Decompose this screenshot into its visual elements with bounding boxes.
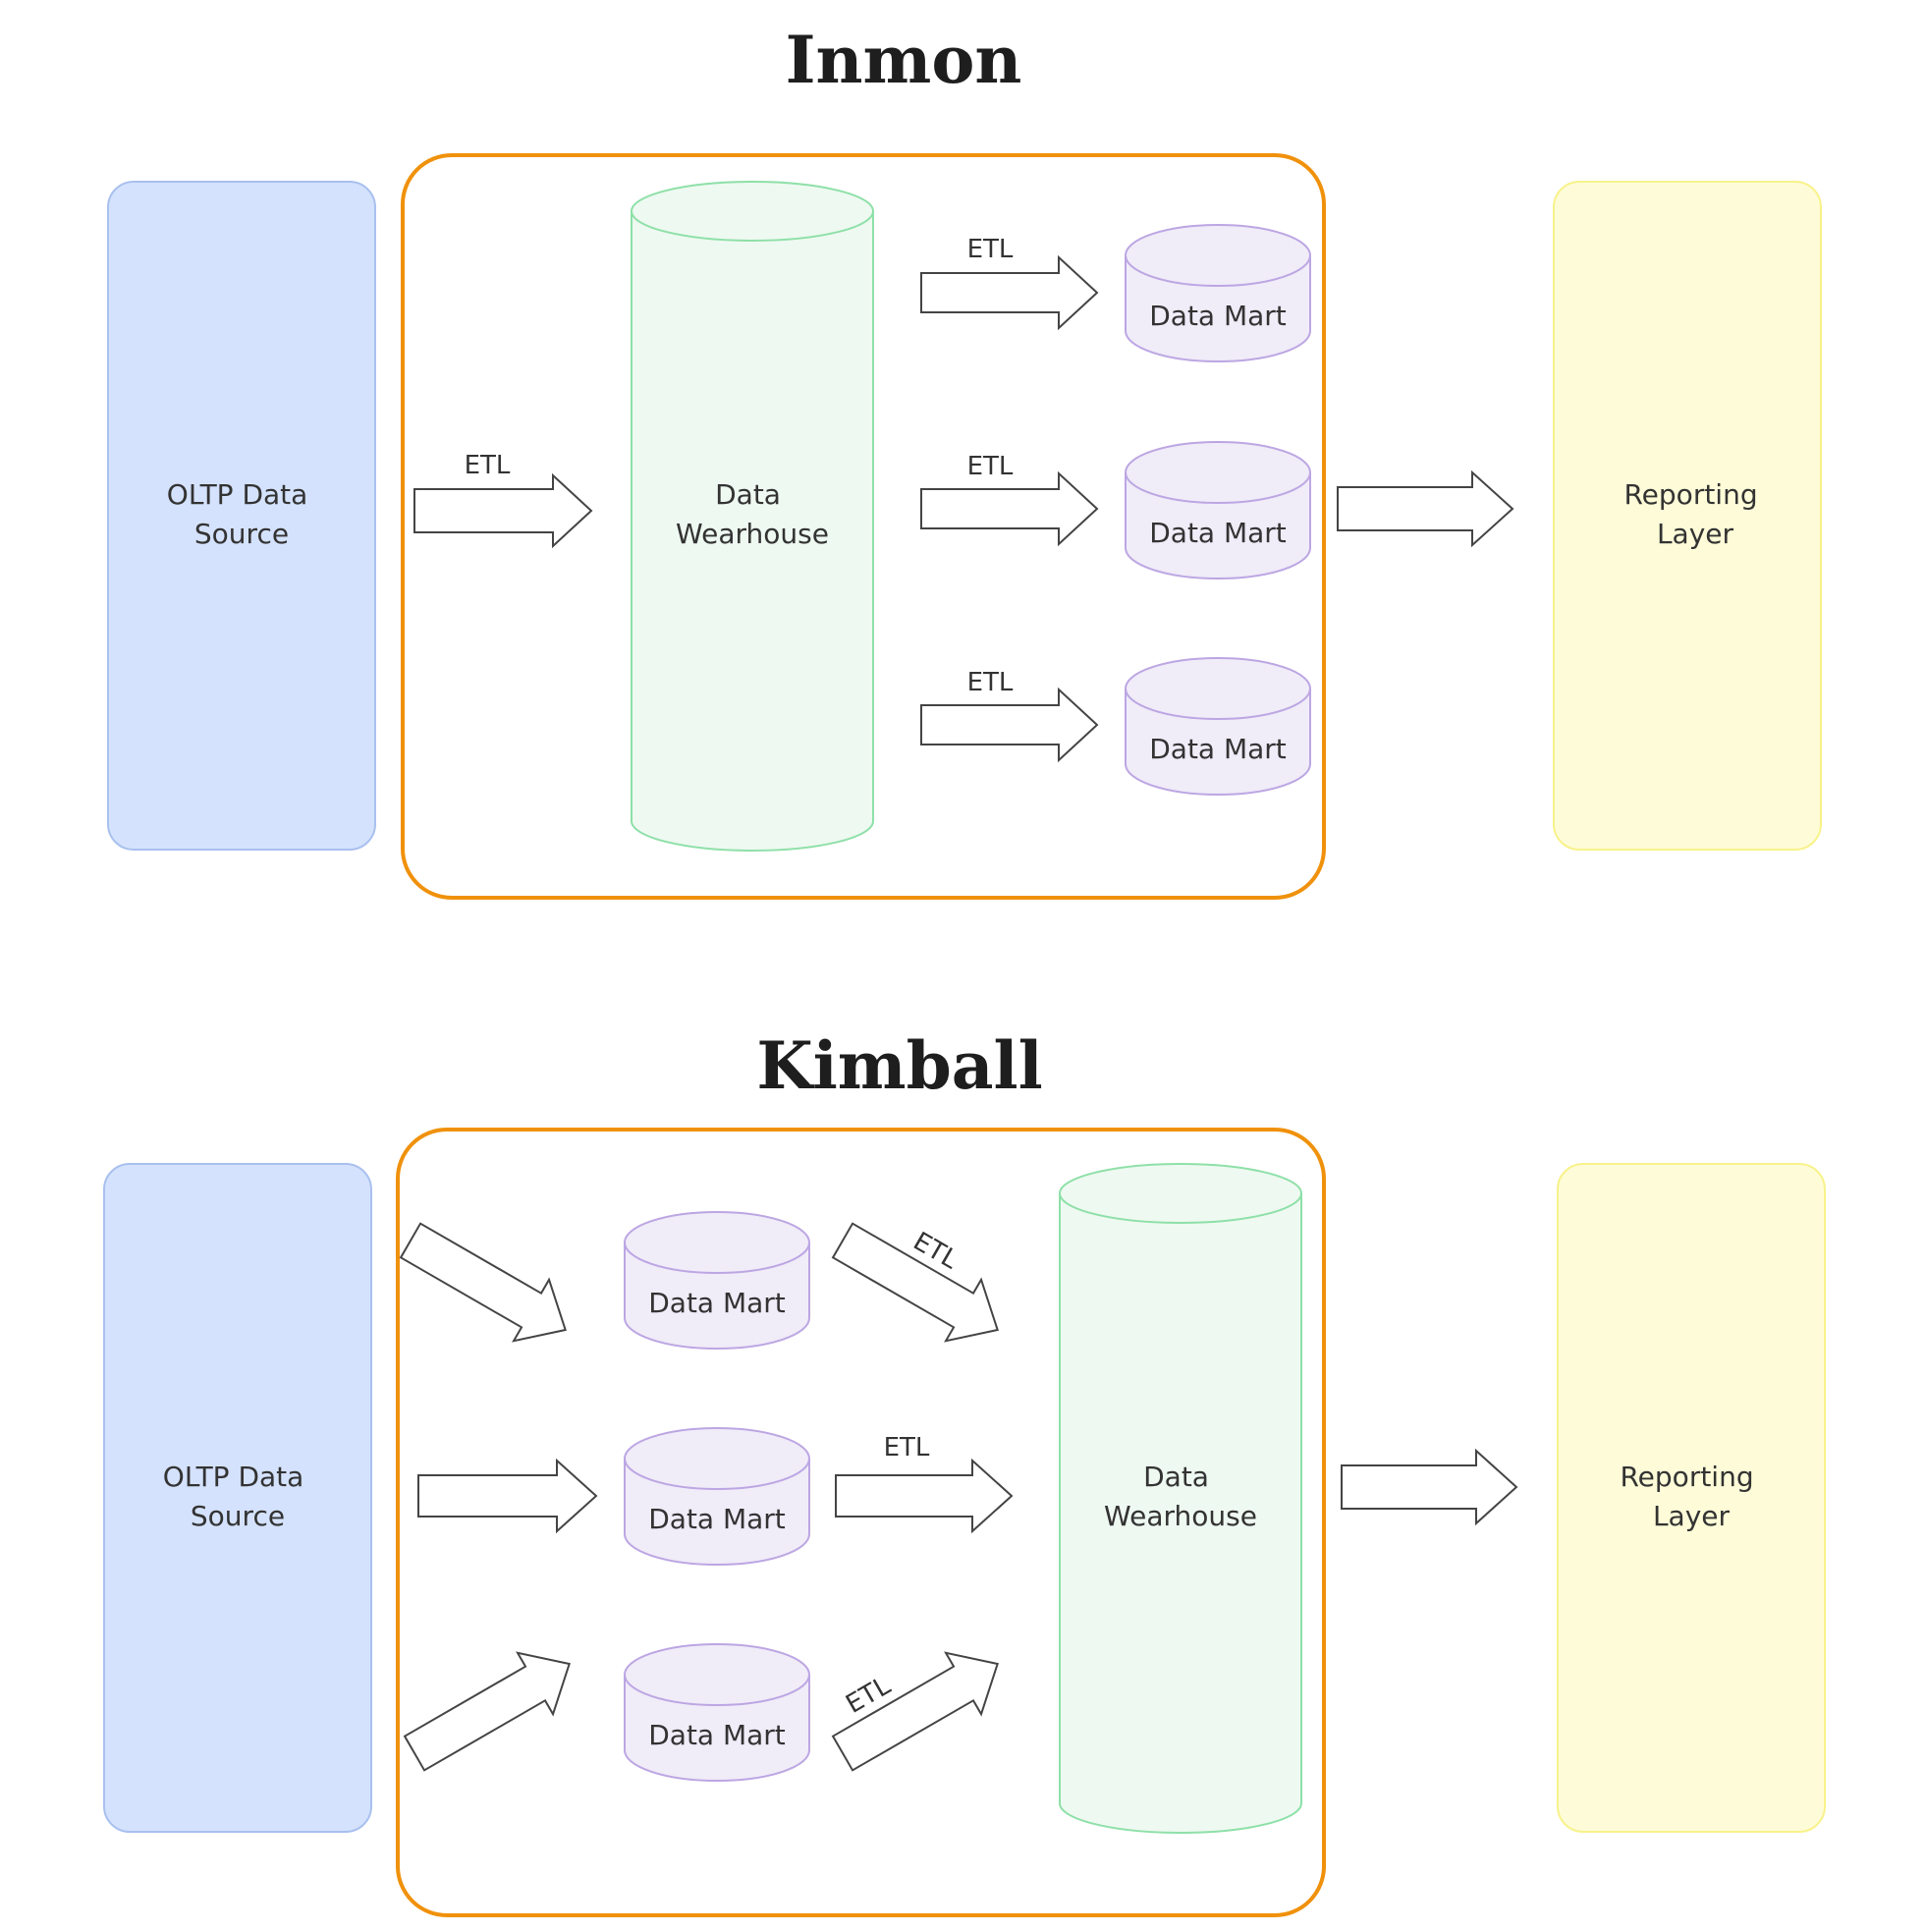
kimball-arrow-reporting bbox=[1341, 1448, 1518, 1526]
svg-text:OLTP Data Source: OLTP Data Source bbox=[167, 478, 316, 550]
kimball-arrow-source-mart-3 bbox=[403, 1651, 571, 1772]
inmon-etl-label-mart-1: ETL bbox=[967, 235, 1014, 264]
inmon-oltp-source: OLTP Data Source bbox=[107, 181, 376, 851]
kimball-source-label-line2: Source bbox=[191, 1500, 285, 1532]
inmon-reporting-label-line2: Layer bbox=[1657, 518, 1734, 550]
inmon-mart-1-label: Data Mart bbox=[1149, 300, 1287, 332]
svg-text:OLTP Data Source: OLTP Data Source bbox=[163, 1461, 312, 1532]
inmon-source-label-line2: Source bbox=[194, 518, 289, 550]
svg-text:Reporting Layer: Reporting Layer bbox=[1620, 1461, 1762, 1532]
kimball-arrow-source-mart-2 bbox=[417, 1458, 598, 1534]
kimball-etl-arrow-mart-1: ETL bbox=[831, 1222, 999, 1343]
kimball-data-mart-3: Data Mart bbox=[624, 1643, 810, 1782]
kimball-reporting-label-line2: Layer bbox=[1653, 1500, 1731, 1532]
kimball-data-mart-1: Data Mart bbox=[624, 1211, 810, 1350]
inmon-data-mart-1: Data Mart bbox=[1125, 224, 1311, 362]
inmon-reporting-label-line1: Reporting bbox=[1623, 478, 1757, 511]
kimball-mart-3-label: Data Mart bbox=[648, 1719, 786, 1751]
kimball-oltp-source: OLTP Data Source bbox=[103, 1163, 372, 1833]
svg-text:Reporting Layer: Reporting Layer bbox=[1623, 478, 1766, 550]
inmon-reporting-layer: Reporting Layer bbox=[1553, 181, 1822, 851]
svg-text:Data Wearhouse: Data Wearhouse bbox=[676, 478, 829, 550]
kimball-title: Kimball bbox=[756, 1027, 1042, 1104]
inmon-mart-2-label: Data Mart bbox=[1149, 517, 1287, 549]
kimball-mart-2-label: Data Mart bbox=[648, 1503, 786, 1535]
kimball-data-mart-2: Data Mart bbox=[624, 1427, 810, 1566]
inmon-mart-3-label: Data Mart bbox=[1149, 733, 1287, 765]
inmon-warehouse-label-line1: Data bbox=[715, 478, 781, 511]
inmon-etl-label-mart-3: ETL bbox=[967, 668, 1014, 697]
kimball-section: Kimball OLTP Data Source Data Mart bbox=[103, 1027, 1826, 1917]
inmon-etl-arrow-mart-3: ETL bbox=[920, 668, 1099, 763]
kimball-etl-label-mart-2: ETL bbox=[884, 1433, 930, 1463]
kimball-etl-arrow-mart-3: ETL bbox=[831, 1651, 999, 1772]
kimball-warehouse-label-line2: Wearhouse bbox=[1104, 1500, 1257, 1532]
inmon-arrow-reporting bbox=[1337, 469, 1514, 548]
inmon-etl-arrow-mart-1: ETL bbox=[920, 235, 1099, 331]
inmon-etl-arrow-mart-2: ETL bbox=[920, 452, 1099, 547]
inmon-title: Inmon bbox=[786, 22, 1022, 98]
inmon-warehouse-label-line2: Wearhouse bbox=[676, 518, 829, 550]
inmon-section: Inmon OLTP Data Source ETL Data Wearhous… bbox=[107, 22, 1822, 900]
inmon-data-mart-2: Data Mart bbox=[1125, 441, 1311, 580]
kimball-source-label-line1: OLTP Data bbox=[163, 1461, 304, 1493]
kimball-reporting-label-line1: Reporting bbox=[1620, 1461, 1753, 1493]
kimball-data-warehouse: Data Wearhouse bbox=[1059, 1163, 1302, 1834]
inmon-container bbox=[401, 153, 1326, 900]
kimball-warehouse-label-line1: Data bbox=[1143, 1461, 1209, 1493]
kimball-arrow-source-mart-1 bbox=[399, 1222, 567, 1343]
kimball-mart-1-label: Data Mart bbox=[648, 1287, 786, 1319]
svg-text:Data Wearhouse: Data Wearhouse bbox=[1104, 1461, 1257, 1532]
kimball-etl-arrow-mart-2: ETL bbox=[835, 1433, 1014, 1534]
inmon-etl-label-source: ETL bbox=[465, 451, 511, 480]
inmon-etl-arrow-source: ETL bbox=[413, 451, 593, 549]
inmon-source-label-line1: OLTP Data bbox=[167, 478, 308, 511]
kimball-reporting-layer: Reporting Layer bbox=[1557, 1163, 1826, 1833]
inmon-data-mart-3: Data Mart bbox=[1125, 657, 1311, 796]
inmon-data-warehouse: Data Wearhouse bbox=[631, 181, 874, 852]
kimball-container bbox=[396, 1128, 1326, 1917]
inmon-etl-label-mart-2: ETL bbox=[967, 452, 1014, 481]
